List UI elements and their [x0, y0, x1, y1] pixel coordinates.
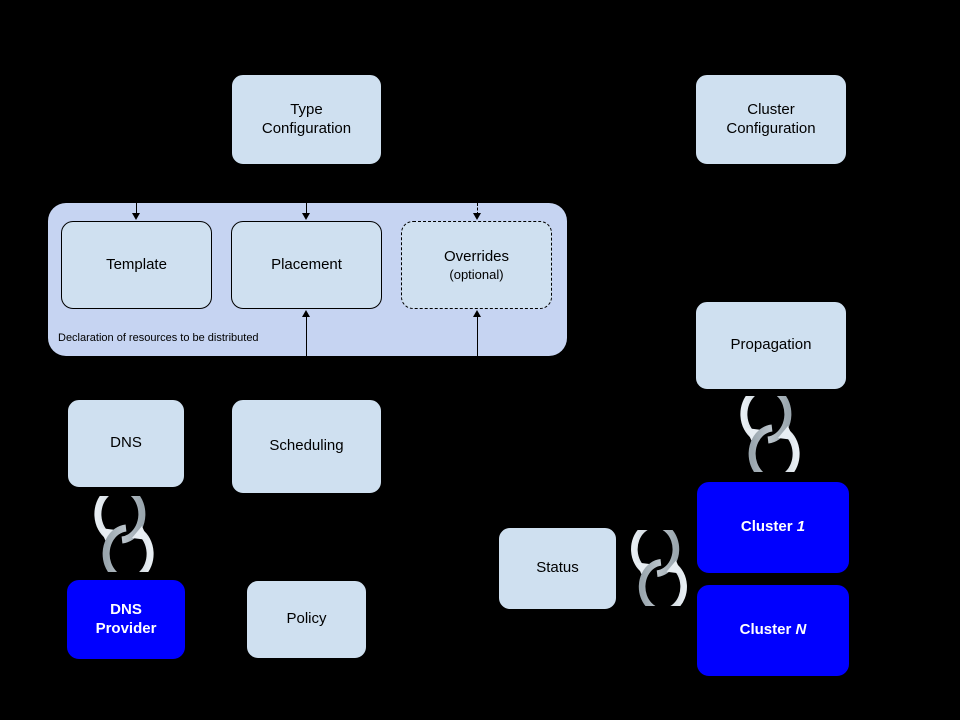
- node-cluster-n[interactable]: Cluster N: [697, 585, 849, 676]
- node-type-configuration-text: Type Configuration: [262, 101, 351, 139]
- node-overrides-text: Overrides (optional): [444, 248, 509, 282]
- node-dns[interactable]: DNS: [67, 399, 185, 488]
- type-config-line1: Type: [290, 100, 323, 118]
- cluster-n-prefix: Cluster: [739, 621, 796, 639]
- node-cluster-1[interactable]: Cluster 1: [697, 482, 849, 573]
- node-placement-label: Placement: [271, 255, 342, 273]
- type-config-line2: Configuration: [261, 119, 352, 137]
- node-status-label: Status: [536, 559, 579, 577]
- sync-icon-propagation: [734, 396, 806, 472]
- connector-typeconfig-template-arrow: [132, 213, 140, 220]
- node-type-configuration[interactable]: Type Configuration: [231, 74, 382, 165]
- connector-scheduling-placement-line: [306, 316, 307, 366]
- node-dns-provider-line2: Provider: [95, 619, 157, 637]
- connector-scheduling-placement-arrow: [302, 310, 310, 317]
- connector-typeconfig-overrides-line: [477, 203, 478, 215]
- node-dns-provider-line1: DNS: [110, 600, 142, 618]
- node-cluster-configuration-text: Cluster Configuration: [726, 101, 815, 139]
- node-dns-provider[interactable]: DNS Provider: [67, 580, 185, 659]
- node-cluster-1-label: Cluster 1: [741, 518, 805, 537]
- cluster-1-suffix: 1: [796, 518, 806, 536]
- connector-typeconfig-template-line: [136, 203, 137, 215]
- node-overrides-label: Overrides: [443, 247, 510, 265]
- node-propagation-label: Propagation: [730, 336, 812, 354]
- group-caption: Declaration of resources to be distribut…: [58, 332, 259, 344]
- node-policy-label: Policy: [286, 610, 327, 628]
- cluster-config-line2: Configuration: [726, 119, 816, 137]
- node-policy[interactable]: Policy: [246, 580, 367, 659]
- node-template-label: Template: [106, 255, 167, 273]
- cluster-1-prefix: Cluster: [740, 518, 797, 536]
- node-scheduling-label: Scheduling: [269, 437, 344, 455]
- sync-icon-dns: [88, 496, 160, 572]
- node-propagation[interactable]: Propagation: [695, 301, 847, 390]
- sync-icon-status: [625, 530, 693, 606]
- connector-policy-overrides-arrow: [473, 310, 481, 317]
- node-status[interactable]: Status: [498, 527, 617, 610]
- node-overrides[interactable]: Overrides (optional): [401, 221, 552, 309]
- connector-typeconfig-placement-line: [306, 203, 307, 215]
- node-dns-provider-text: DNS Provider: [96, 601, 157, 639]
- node-cluster-n-label: Cluster N: [740, 621, 807, 640]
- node-overrides-sublabel: (optional): [449, 266, 504, 282]
- cluster-n-suffix: N: [795, 621, 807, 639]
- connector-typeconfig-placement-arrow: [302, 213, 310, 220]
- cluster-config-line1: Cluster: [747, 100, 795, 118]
- node-placement[interactable]: Placement: [231, 221, 382, 309]
- node-scheduling[interactable]: Scheduling: [231, 399, 382, 494]
- connector-policy-overrides-line: [477, 316, 478, 366]
- node-cluster-configuration[interactable]: Cluster Configuration: [695, 74, 847, 165]
- node-template[interactable]: Template: [61, 221, 212, 309]
- node-dns-label: DNS: [110, 434, 142, 452]
- connector-typeconfig-overrides-arrow: [473, 213, 481, 220]
